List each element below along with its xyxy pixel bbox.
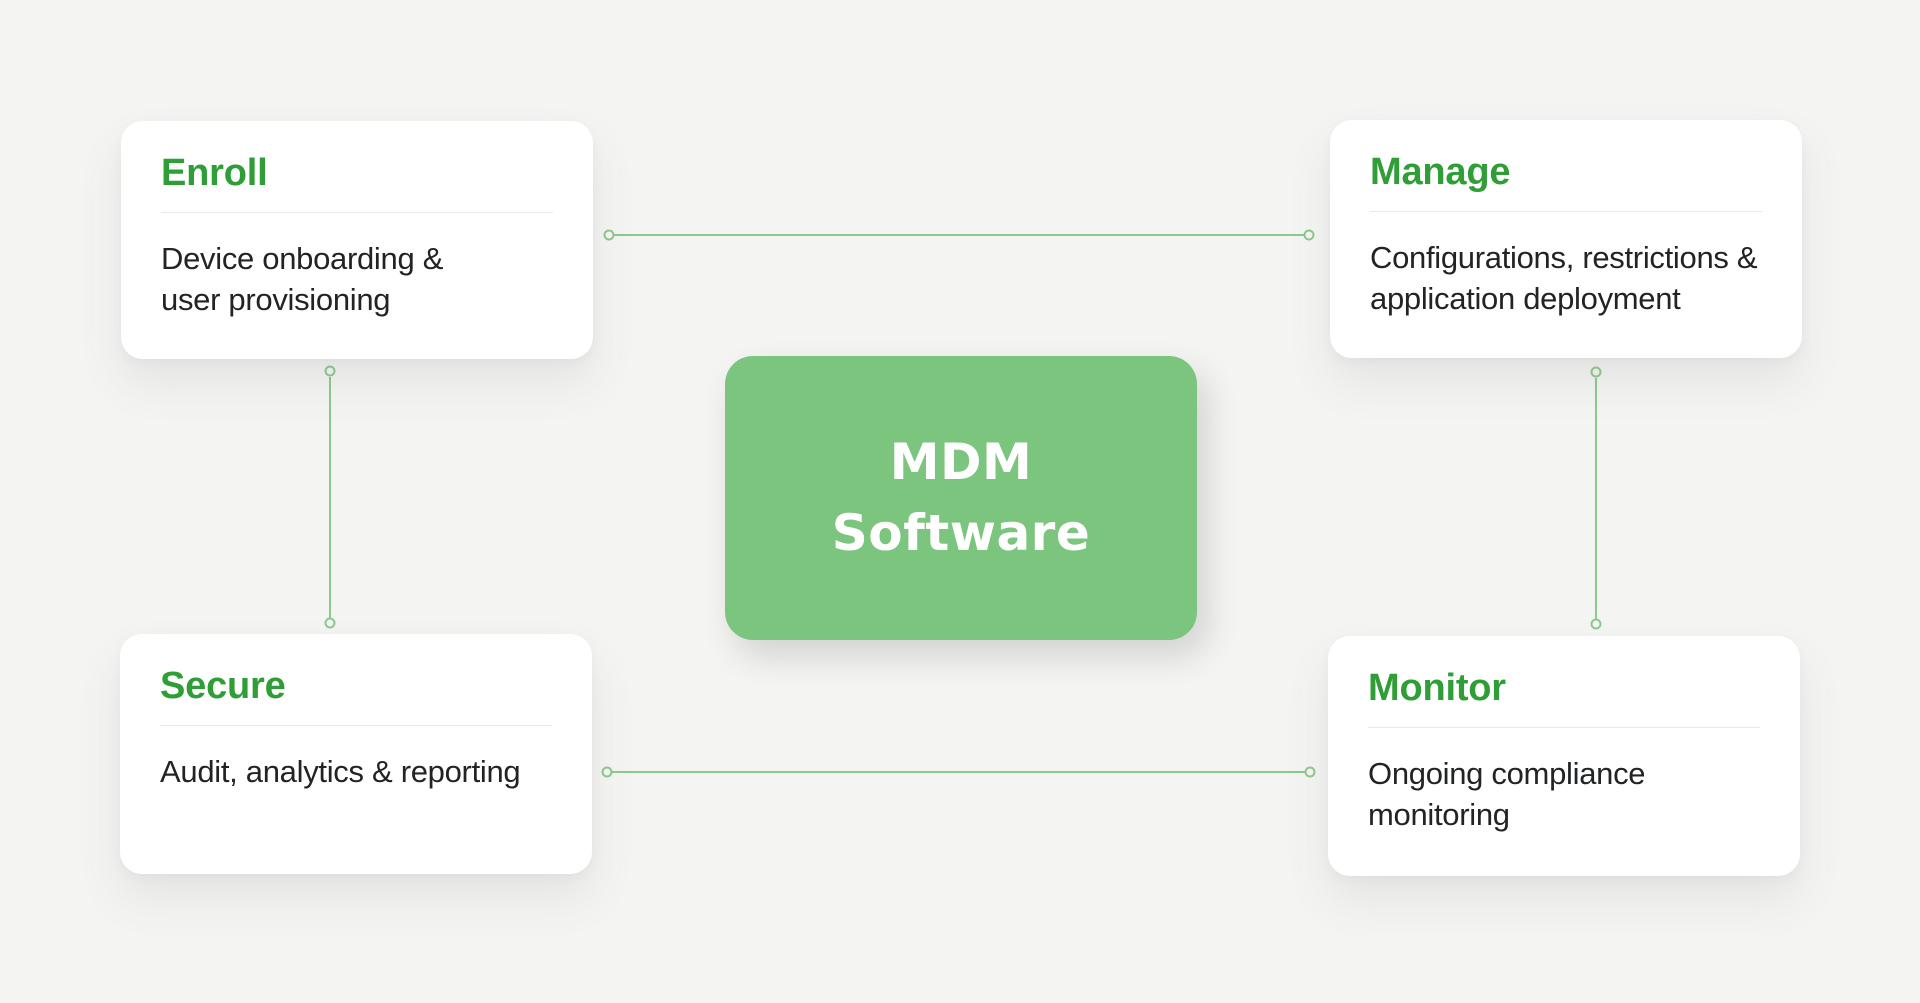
connector-bottom	[601, 766, 1316, 778]
card-divider	[161, 212, 553, 213]
card-secure-title: Secure	[160, 665, 286, 707]
card-enroll-description: Device onboarding & user provisioning	[161, 241, 444, 317]
connector-right	[1590, 366, 1602, 630]
card-enroll: Enroll Device onboarding & user provisio…	[121, 121, 593, 359]
card-divider	[160, 725, 552, 726]
card-manage-description: Configurations, restrictions & applicati…	[1370, 240, 1758, 316]
card-divider	[1368, 727, 1760, 728]
card-secure-description: Audit, analytics & reporting	[160, 754, 521, 789]
connector-left	[324, 365, 336, 629]
connector-endpoint	[1590, 366, 1602, 378]
card-secure: Secure Audit, analytics & reporting	[120, 634, 592, 874]
card-monitor-description: Ongoing compliance monitoring	[1368, 756, 1646, 832]
card-manage: Manage Configurations, restrictions & ap…	[1330, 120, 1802, 358]
mdm-software-label: MDM Software	[831, 433, 1091, 562]
connector-endpoint	[601, 766, 613, 778]
connector-endpoint	[324, 617, 336, 629]
connector-endpoint	[1304, 766, 1316, 778]
connector-endpoint	[324, 365, 336, 377]
card-divider	[1370, 211, 1762, 212]
connector-endpoint	[1590, 618, 1602, 630]
mdm-software-node: MDM Software	[725, 356, 1197, 640]
card-monitor-title: Monitor	[1368, 667, 1506, 709]
card-monitor: Monitor Ongoing compliance monitoring	[1328, 636, 1800, 876]
card-enroll-title: Enroll	[161, 152, 268, 194]
card-manage-title: Manage	[1370, 151, 1511, 193]
connector-endpoint	[603, 229, 615, 241]
connector-endpoint	[1303, 229, 1315, 241]
connector-top	[603, 229, 1315, 241]
